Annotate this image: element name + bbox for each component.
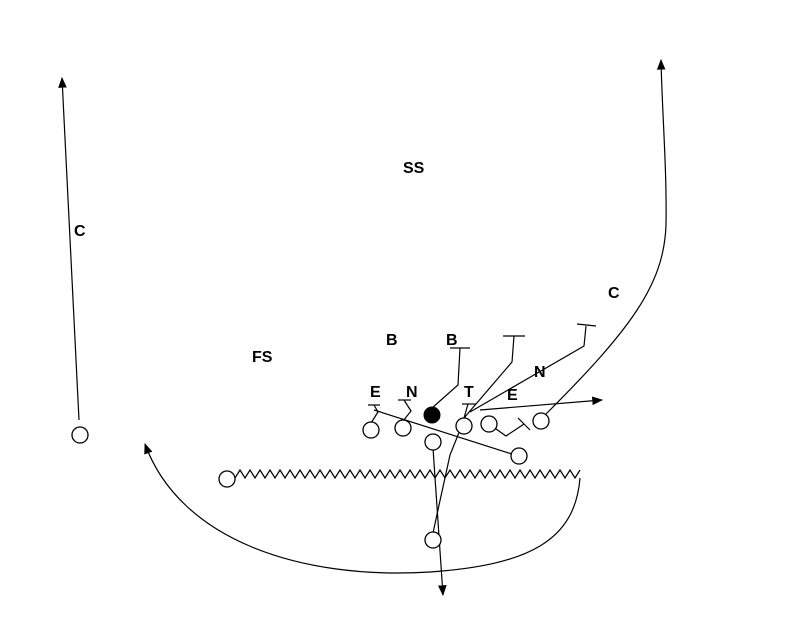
block-tee-icon — [431, 347, 470, 409]
left-receiver — [71, 426, 89, 444]
right-guard — [455, 417, 473, 435]
running-back — [424, 531, 442, 549]
motion-player — [218, 470, 236, 488]
linebacker-left-label: B — [386, 332, 398, 349]
tackle-label: T — [464, 384, 474, 401]
quarterback — [424, 433, 442, 451]
nose-right-label: N — [534, 364, 546, 381]
corner-right-label: C — [608, 285, 620, 302]
right-tackle — [480, 415, 498, 433]
block-tee-icon — [469, 323, 597, 413]
block-tee-icon — [462, 403, 476, 419]
block-tee-icon — [463, 335, 525, 419]
tight-end — [510, 447, 528, 465]
block-tee-icon — [368, 404, 380, 424]
center — [423, 406, 441, 424]
block-tee-icon — [398, 399, 412, 422]
left-guard — [394, 419, 412, 437]
tailback-route — [432, 429, 461, 534]
slot-receiver — [532, 412, 550, 430]
fs-label: FS — [252, 349, 273, 366]
linebacker-right-label: B — [446, 332, 458, 349]
nose-left-label: N — [406, 384, 418, 401]
right-receiver-route — [545, 58, 667, 415]
end-left-label: E — [370, 384, 381, 401]
swing-route — [144, 442, 581, 574]
fullback-route — [432, 447, 447, 597]
ss-label: SS — [403, 160, 425, 177]
cross-block-line — [373, 409, 519, 457]
left-receiver-route — [58, 76, 80, 421]
end-right-label: E — [507, 387, 518, 404]
left-tackle — [362, 421, 380, 439]
zigzag-motion-icon — [234, 468, 581, 480]
corner-left-label: C — [74, 223, 86, 240]
flat-route — [479, 396, 604, 411]
